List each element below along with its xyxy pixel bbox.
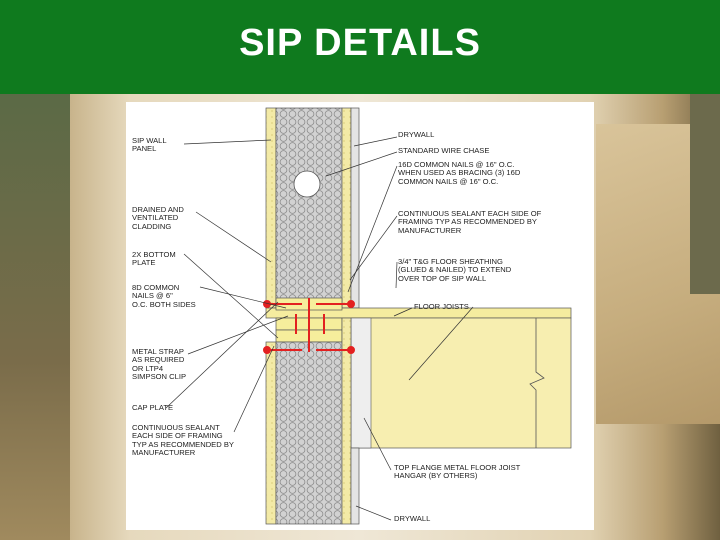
lower-sip-foam-core [275, 341, 343, 525]
fasteners [263, 298, 355, 354]
callout-bottom-plate: 2x BOTTOM PLATE [132, 250, 176, 268]
lower-sip-inner-skin [341, 317, 352, 525]
callout-joist-hanger: TOP FLANGE METAL FLOOR JOIST HANGAR (BY … [394, 463, 521, 481]
sip-detail-drawing: SIP WALL PANEL DRAINED AND VENTILATED CL… [126, 102, 594, 530]
joist-break-line [529, 318, 545, 448]
section-drawing [165, 107, 572, 525]
callout-16d-nails: 16d COMMON NAILS @ 16" O.C. WHEN USED AS… [398, 160, 521, 186]
wire-chase [293, 170, 321, 198]
floor-joist [350, 317, 572, 449]
background-tree-left [0, 94, 70, 540]
joist-hanger-web [350, 317, 372, 449]
upper-drywall [350, 107, 360, 309]
upper-sip-outer-skin [265, 107, 277, 309]
background-tree-right [690, 94, 720, 294]
lower-sip-outer-skin [265, 341, 277, 525]
callout-metal-strap: METAL STRAP AS REQUIRED OR LTP4 SIMPSON … [132, 347, 187, 382]
leader-lines [165, 136, 474, 521]
callout-cap-plate: CAP PLATE [132, 403, 174, 412]
lower-drywall [350, 447, 360, 525]
callout-continuous-sealant-right: CONTINUOUS SEALANT EACH SIDE OF FRAMING … [398, 209, 542, 235]
upper-sip-foam-core [275, 107, 343, 309]
callout-floor-joists: FLOOR JOISTS [414, 302, 469, 311]
callout-drywall-bottom: DRYWALL [394, 514, 431, 523]
upper-sip-inner-skin [341, 107, 352, 309]
callout-drywall-top: DRYWALL [398, 130, 435, 139]
callout-floor-sheathing: 3/4" T&G FLOOR SHEATHING (GLUED & NAILED… [398, 257, 512, 283]
callout-wire-chase: STANDARD WIRE CHASE [398, 146, 490, 155]
slide-title: SIP DETAILS [239, 22, 481, 64]
callout-continuous-sealant-left: CONTINUOUS SEALANT EACH SIDE OF FRAMING … [132, 423, 234, 458]
callout-8d-nails: 8d COMMON NAILS @ 6" O.C. BOTH SIDES [132, 283, 196, 309]
callout-sip-wall-panel: SIP WALL PANEL [132, 136, 167, 154]
callout-drained-cladding: DRAINED AND VENTILATED CLADDING [132, 205, 184, 231]
title-bar: SIP DETAILS [0, 0, 720, 94]
